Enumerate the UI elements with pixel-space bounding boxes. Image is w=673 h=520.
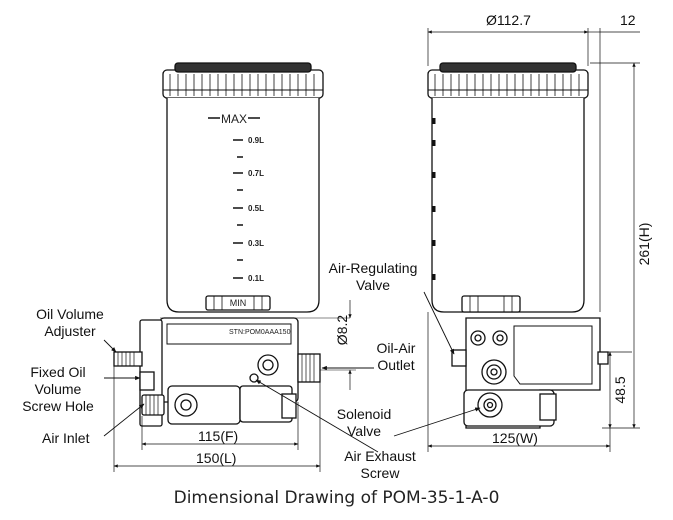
front-adjuster-fitting — [113, 351, 143, 367]
side-neck — [461, 295, 521, 313]
dim-side-offset: 12 — [620, 12, 636, 28]
front-scale-ticks — [208, 117, 260, 279]
dim-tank-diameter: Ø112.7 — [486, 12, 531, 28]
front-pump-face — [166, 323, 292, 345]
front-outlet-block — [297, 353, 321, 383]
front-lid-top — [174, 62, 312, 73]
level-mark-3: 0.3L — [248, 239, 264, 248]
leader-oil-volume-adjuster — [103, 339, 117, 353]
level-mark-4: 0.1L — [248, 274, 264, 283]
side-lid — [427, 69, 589, 99]
front-view — [113, 62, 356, 427]
dimension-lines — [113, 28, 640, 472]
level-mark-1: 0.7L — [248, 169, 264, 178]
callout-air-exhaust-screw: Air Exhaust Screw — [332, 448, 428, 482]
leader-air-regulating — [423, 291, 455, 355]
side-air-reg-valve — [451, 349, 467, 367]
front-reservoir — [166, 98, 320, 313]
front-lid-ribs — [169, 74, 315, 96]
callout-solenoid-valve-text: Solenoid Valve — [336, 406, 392, 439]
level-mark-2: 0.5L — [248, 204, 264, 213]
max-label: MAX — [221, 112, 247, 126]
side-view — [427, 62, 609, 429]
level-mark-0: 0.9L — [248, 136, 264, 145]
side-reservoir — [431, 98, 585, 313]
min-label: MIN — [230, 298, 247, 308]
callout-oil-volume-adjuster: Oil Volume Adjuster — [22, 306, 118, 340]
side-lid-top — [439, 62, 577, 73]
callout-air-regulating-valve: Air-Regulating Valve — [314, 260, 432, 294]
side-lid-ribs — [434, 74, 580, 96]
callout-solenoid-valve: Solenoid Valve — [326, 406, 402, 440]
callout-fixed-oil-volume-screw-hole: Fixed Oil Volume Screw Hole — [10, 364, 106, 415]
leader-air-inlet — [103, 403, 145, 437]
leader-lines — [103, 291, 481, 453]
dim-overall-length: 150(L) — [196, 450, 237, 466]
callout-oil-volume-adjuster-text: Oil Volume Adjuster — [36, 306, 104, 339]
callout-oil-air-outlet: Oil-Air Outlet — [364, 340, 428, 374]
model-plate: STN:POM0AAA150 — [229, 329, 291, 336]
callout-air-inlet-text: Air Inlet — [42, 430, 90, 446]
callout-air-regulating-valve-text: Air-Regulating Valve — [328, 260, 418, 293]
front-lid — [162, 69, 324, 99]
leader-solenoid — [393, 407, 481, 437]
dim-outlet-diameter: Ø8.2 — [334, 314, 350, 346]
callout-oil-air-outlet-text: Oil-Air Outlet — [376, 340, 416, 373]
dim-fixed-length: 115(F) — [198, 428, 239, 444]
callout-fixed-oil-volume-screw-hole-text: Fixed Oil Volume Screw Hole — [22, 364, 94, 414]
front-screw-hole-fitting — [139, 371, 155, 391]
callout-air-exhaust-screw-text: Air Exhaust Screw — [344, 448, 416, 481]
side-valve-outline — [513, 325, 593, 385]
dim-base-height: 48.5 — [612, 376, 628, 404]
front-air-inlet-fitting — [141, 394, 165, 416]
leader-exhaust-screw — [255, 379, 379, 453]
drawing-caption: Dimensional Drawing of POM-35-1-A-0 — [173, 488, 500, 508]
dim-height: 261(H) — [636, 222, 652, 266]
callout-air-inlet: Air Inlet — [42, 430, 89, 447]
dim-width: 125(W) — [492, 430, 538, 446]
